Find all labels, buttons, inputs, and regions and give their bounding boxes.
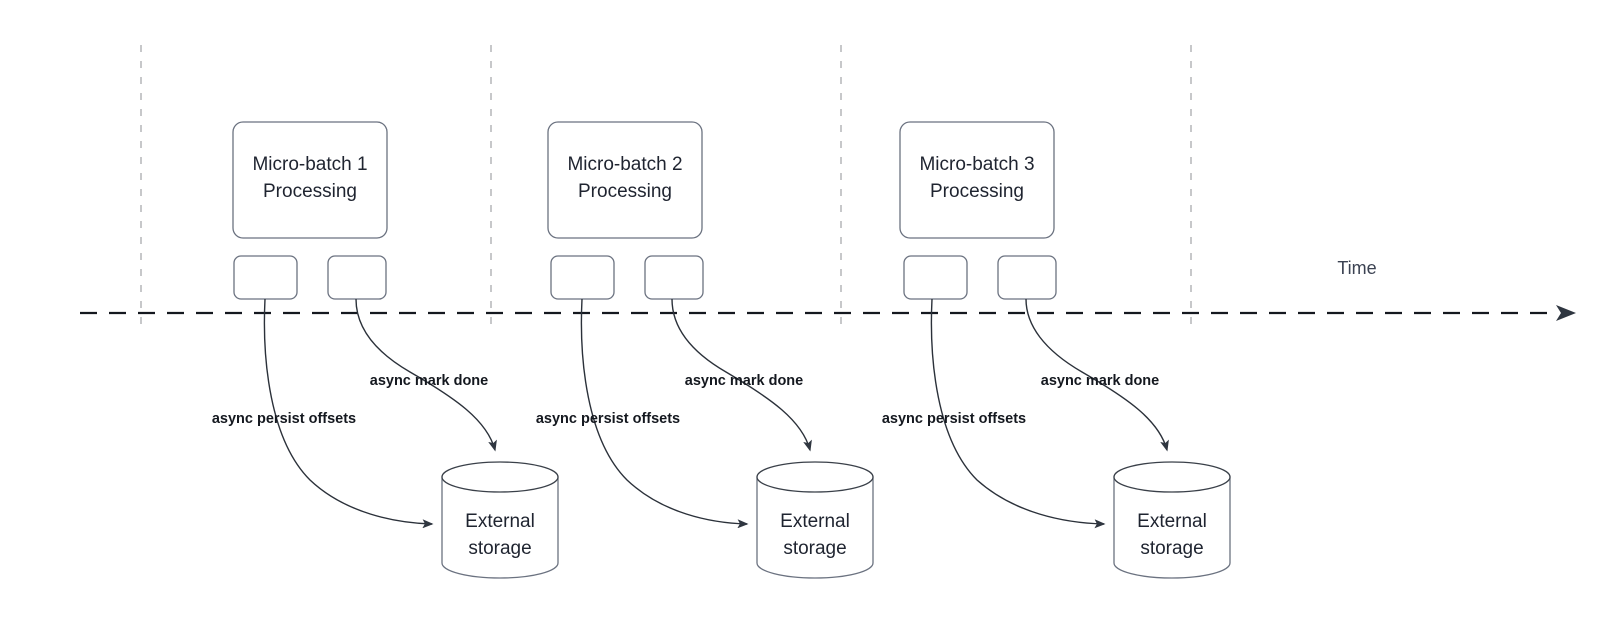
micro-batch-3-label-line2: Processing [930,181,1024,202]
group-3-storage-label-line1: External [1137,511,1207,532]
group-1-storage-label-line1: External [465,511,535,532]
time-axis-arrowhead [1556,305,1576,321]
group-1-task-a-box[interactable] [233,255,298,300]
micro-batch-1-label-line2: Processing [263,181,357,202]
micro-batch-2-box[interactable] [547,121,703,239]
group-2-persist-offsets-arrow [580,298,749,529]
group-1-persist-offsets-arrow [263,298,434,529]
micro-batch-2-label-line2: Processing [578,181,672,202]
group-1: Micro-batch 1 Processing External storag… [212,121,559,579]
group-1-storage-label-line2: storage [468,538,531,559]
group-2: Micro-batch 2 Processing External storag… [536,121,874,579]
group-2-storage-label-line1: External [780,511,850,532]
group-3: Micro-batch 3 Processing External storag… [882,121,1231,579]
group-2-task-a-box[interactable] [550,255,615,300]
group-3-persist-offsets-arrow [930,298,1106,529]
group-1-external-storage[interactable]: External storage [441,461,559,579]
group-3-task-a-box[interactable] [903,255,968,300]
group-1-mark-done-arrow [355,298,497,452]
group-2-mark-done-arrow [671,298,812,452]
group-2-persist-offsets-label: async persist offsets [536,411,680,427]
micro-batch-1-box[interactable] [232,121,388,239]
group-2-task-b-box[interactable] [644,255,704,300]
time-axis [80,305,1576,321]
group-3-mark-done-arrow [1025,298,1169,452]
group-1-mark-done-label: async mark done [370,373,488,389]
group-3-persist-offsets-label: async persist offsets [882,411,1026,427]
group-1-persist-offsets-label: async persist offsets [212,411,356,427]
group-2-storage-label-line2: storage [783,538,846,559]
group-3-storage-label-line2: storage [1140,538,1203,559]
group-3-mark-done-label: async mark done [1041,373,1159,389]
micro-batch-3-box[interactable] [899,121,1055,239]
micro-batch-3-label-line1: Micro-batch 3 [919,154,1034,175]
group-2-external-storage[interactable]: External storage [756,461,874,579]
group-2-mark-done-label: async mark done [685,373,803,389]
micro-batch-2-label-line1: Micro-batch 2 [567,154,682,175]
time-axis-label: Time [1337,258,1376,278]
group-3-task-b-box[interactable] [997,255,1057,300]
group-3-external-storage[interactable]: External storage [1113,461,1231,579]
group-1-task-b-box[interactable] [327,255,387,300]
micro-batch-1-label-line1: Micro-batch 1 [252,154,367,175]
